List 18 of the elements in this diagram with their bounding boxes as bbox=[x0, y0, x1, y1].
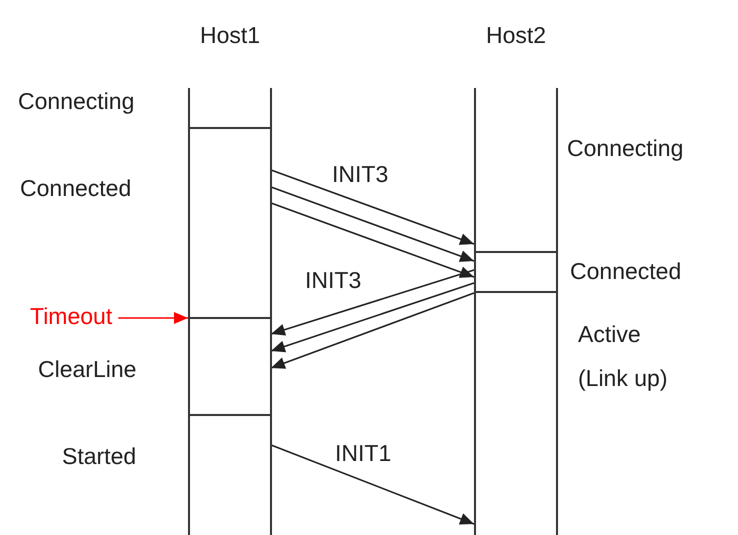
state-label: Connecting bbox=[567, 135, 684, 162]
state-label: Started bbox=[62, 443, 136, 470]
event-label: Timeout bbox=[30, 303, 112, 330]
arrow bbox=[270, 186, 474, 262]
state-label: Connecting bbox=[18, 88, 134, 115]
arrow bbox=[270, 202, 474, 278]
state-label: ClearLine bbox=[38, 356, 136, 383]
arrow bbox=[270, 444, 474, 525]
arrow bbox=[270, 169, 474, 245]
state-label: Connected bbox=[20, 175, 132, 202]
host-heading: Host2 bbox=[486, 22, 546, 49]
host-heading: Host1 bbox=[200, 22, 260, 49]
state-label: Active (Link up) bbox=[578, 320, 668, 393]
state-label: Connected bbox=[570, 258, 682, 285]
arrow bbox=[270, 292, 474, 369]
arrow bbox=[118, 312, 188, 324]
arrow bbox=[270, 282, 474, 352]
arrow bbox=[270, 269, 474, 336]
